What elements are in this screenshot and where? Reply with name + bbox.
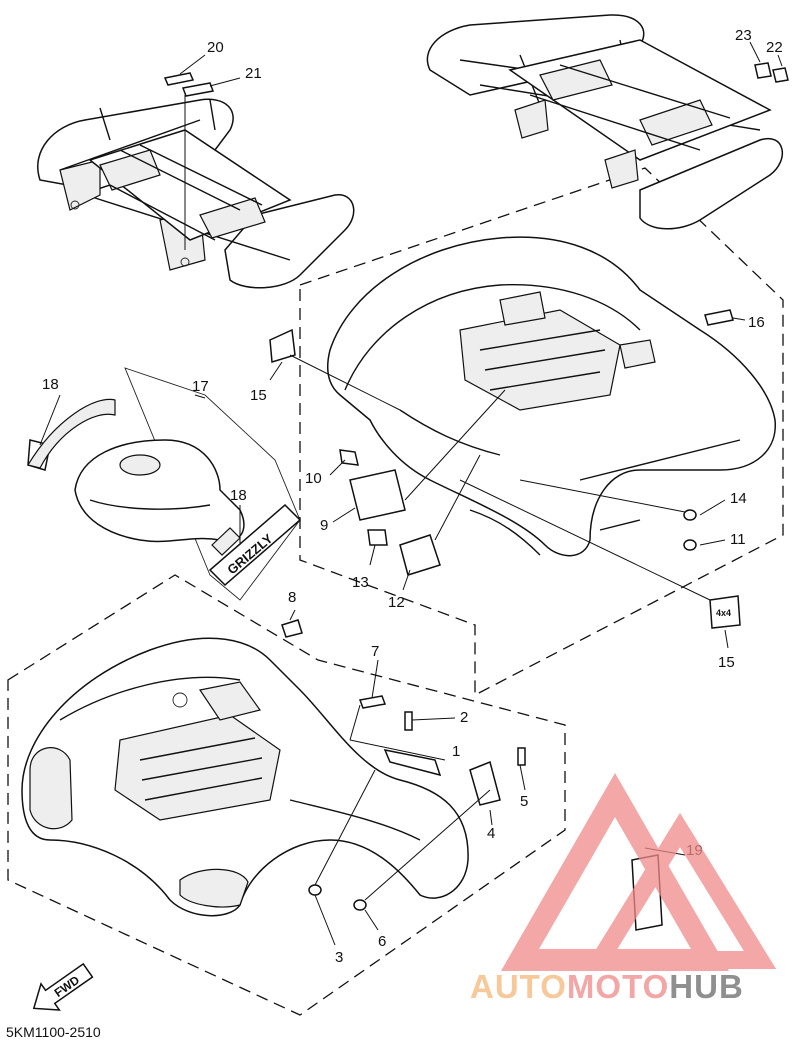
callout-18-left: 18 [42,376,59,393]
watermark-auto: AUTO [470,968,567,1005]
front-fender [21,637,469,917]
sticker-7 [358,695,387,709]
watermark-text: AUTOMOTOHUB [470,968,744,1006]
sticker-8 [281,619,303,638]
sticker-20 [163,72,195,86]
rear-carrier-rack [426,14,784,230]
sticker-15-left [269,328,296,363]
callout-12: 12 [388,594,405,611]
callout-13: 13 [352,574,369,591]
washer-3 [308,884,322,896]
callout-14: 14 [730,490,747,507]
watermark-hub: HUB [669,968,744,1005]
callouts: 20 21 23 22 16 15 17 18 18 10 9 13 12 14… [42,27,783,966]
callout-20: 20 [207,39,224,56]
sticker-22 [772,67,789,83]
rear-fender [327,236,776,557]
fwd-arrow: FWD [32,962,94,1011]
callout-6: 6 [378,933,386,950]
callout-23: 23 [735,27,752,44]
side-cover [74,367,301,601]
callout-18-right: 18 [230,487,247,504]
callout-16: 16 [748,314,765,331]
watermark-moto: MOTO [566,968,670,1005]
washer-14 [683,509,697,521]
callout-4: 4 [487,825,495,842]
sticker-16 [704,309,734,326]
callout-2: 2 [460,709,468,726]
rivet-5 [517,747,526,766]
plate-9 [349,469,406,521]
callout-9: 9 [320,517,328,534]
callout-3: 3 [335,949,343,966]
decal-4x4-text: 4x4 [716,608,731,618]
watermark-logo [500,772,777,971]
callout-17: 17 [192,378,209,395]
rivet-2 [404,711,413,731]
front-carrier-rack [37,98,355,289]
sticker-18-left-panel [27,398,116,469]
callout-8: 8 [288,589,296,606]
washer-11 [683,539,697,551]
callout-11: 11 [730,531,746,548]
callout-22: 22 [766,39,783,56]
callout-15-left: 15 [250,387,267,404]
diagram-code: 5KM1100-2510 [6,1024,101,1040]
bolt-13 [367,529,388,546]
front-fender-group-outline [7,574,566,1016]
sticker-21 [181,82,215,97]
decal-4x4: 4x4 [709,595,741,629]
plate-1 [383,748,442,777]
bolt-10 [339,449,359,466]
callout-5: 5 [520,793,528,810]
plate-12 [399,534,441,576]
callout-10: 10 [305,470,322,487]
callout-7: 7 [371,643,379,660]
sticker-23 [754,62,772,79]
callout-1: 1 [452,743,460,760]
washer-6 [353,899,367,911]
plate-4 [469,760,501,806]
callout-15-right: 15 [718,654,735,671]
callout-21: 21 [245,65,262,82]
